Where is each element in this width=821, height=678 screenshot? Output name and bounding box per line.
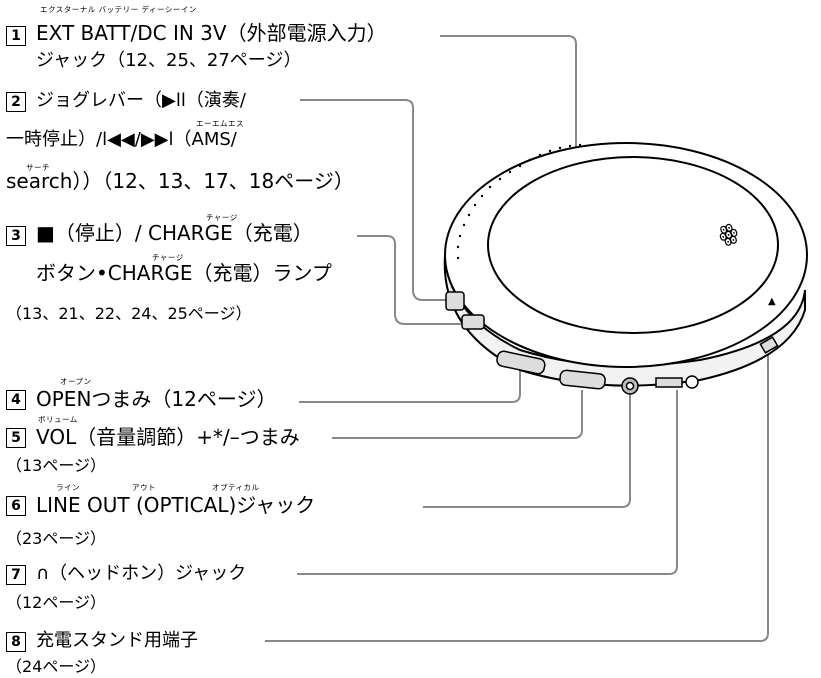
callout-number: 6 [6,496,26,516]
callout-line: LINE OUT (OPTICAL)ジャック [36,493,316,517]
callout-number: 7 [6,565,26,585]
callout-number: 1 [6,26,26,46]
vol-knob-shape [559,369,606,390]
ruby-text: チャージ [206,213,238,222]
callout-line: 一時停止）/l◀◀/▶▶l（AMS/ [6,129,237,150]
callout-line: ■（停止）/ CHARGE（充電） [36,221,313,245]
jog-lever-shape [445,291,465,311]
callout-number: 5 [6,428,26,448]
callout-line: （13、21、22、24、25ページ） [6,304,252,323]
callout-number: 8 [6,632,26,652]
callout-line: （13ページ） [6,456,107,475]
callout-line: ∩（ヘッドホン）ジャック [36,563,247,584]
callout-number: 4 [6,390,26,410]
leader-line-6 [423,392,631,508]
lid-arrow-icon: ▲ [768,296,776,307]
callout-line: （12ページ） [6,593,107,612]
callout-line: ジャック（12、25、27ページ） [36,50,302,71]
player-lid [487,156,779,334]
callout-line: 充電スタンド用端子 [36,630,198,651]
callout-line: search））（12、13、17、18ページ） [6,169,354,193]
charge-terminal-shape [655,377,683,388]
leader-line-3 [357,235,463,325]
leader-line-8 [265,350,769,642]
headphone-jack-shape [685,375,699,389]
ruby-text: サーチ [26,163,50,172]
ruby-text: エクスターナル バッテリー ディーシーイン [40,5,197,14]
leader-line-2 [300,99,447,301]
ruby-text: ライン [56,483,80,492]
ruby-text: オープン [60,377,92,386]
leader-line-1 [440,35,577,150]
callout-line: EXT BATT/DC IN 3V（外部電源入力） [36,21,387,45]
callout-number: 3 [6,226,26,246]
callout-line: OPENつまみ（12ページ） [36,387,277,411]
open-knob-shape [496,350,546,375]
ruby-text: オプティカル [212,483,260,492]
ruby-text: エーエムエス [196,119,244,128]
callout-number: 2 [6,92,26,112]
leader-line-5 [332,390,583,439]
leader-line-7 [297,390,678,575]
ruby-text: チャージ [152,253,184,262]
callout-line: ボタン•CHARGE（充電）ランプ [36,261,332,285]
callout-line: VOL（音量調節）+*/–つまみ [36,425,300,449]
callout-line: （23ページ） [6,529,107,548]
callout-line: ジョグレバー（▶ll（演奏/ [36,90,246,111]
callout-line: （24ページ） [6,657,107,676]
ruby-text: ボリューム [38,415,78,424]
leader-line-4 [299,370,521,403]
ruby-text: アウト [132,483,156,492]
stop-button-shape [461,314,485,330]
stand-terminal-shape [759,336,779,354]
